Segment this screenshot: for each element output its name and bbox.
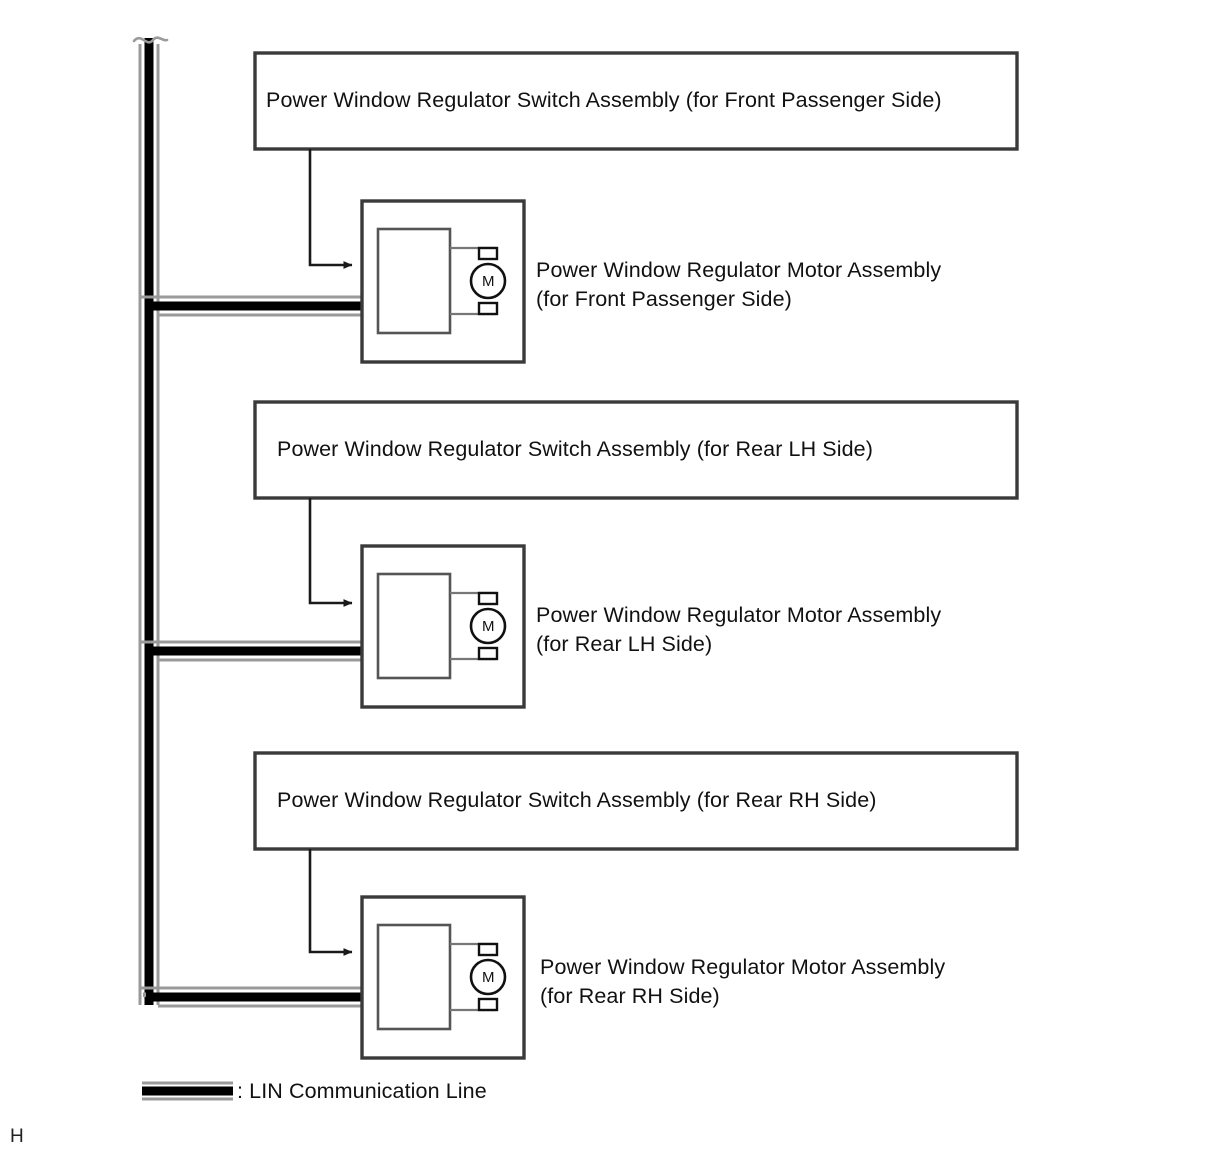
motor-symbol-letter-front-passenger: M bbox=[482, 273, 495, 290]
motor-symbol-rear-rh bbox=[469, 942, 507, 1012]
legend-label: : LIN Communication Line bbox=[237, 1079, 487, 1103]
lin-branch-rear-rh bbox=[140, 986, 362, 1008]
switch-box-rear-lh[interactable] bbox=[253, 400, 1019, 500]
motor-symbol-letter-rear-rh: M bbox=[482, 969, 495, 986]
switch-label-front-passenger: Power Window Regulator Switch Assembly (… bbox=[266, 88, 942, 112]
lin-branch-rear-lh bbox=[140, 640, 362, 662]
motor-symbol-letter-rear-lh: M bbox=[482, 618, 495, 635]
switch-label-rear-lh: Power Window Regulator Switch Assembly (… bbox=[277, 437, 873, 461]
motor-label-front-passenger-line2: (for Front Passenger Side) bbox=[536, 287, 792, 311]
switch-box-rear-rh[interactable] bbox=[253, 751, 1019, 851]
lin-trunk-line bbox=[132, 36, 169, 1005]
legend-lin-line-swatch bbox=[142, 1081, 233, 1101]
motor-control-unit-front-passenger bbox=[376, 227, 452, 335]
motor-control-unit-rear-lh bbox=[376, 572, 452, 680]
motor-label-rear-rh-line1: Power Window Regulator Motor Assembly bbox=[540, 955, 946, 979]
page-marker: H bbox=[10, 1126, 24, 1147]
motor-box-rear-lh[interactable] bbox=[360, 544, 526, 709]
motor-control-unit-rear-rh bbox=[376, 923, 452, 1031]
motor-box-front-passenger[interactable] bbox=[360, 199, 526, 364]
connector-switch-to-motor-rear-rh bbox=[308, 849, 353, 956]
connector-switch-to-motor-rear-lh bbox=[308, 498, 353, 607]
motor-label-rear-lh-line1: Power Window Regulator Motor Assembly bbox=[536, 603, 942, 627]
connector-switch-to-motor-front-passenger bbox=[308, 149, 353, 269]
motor-label-rear-rh-line2: (for Rear RH Side) bbox=[540, 984, 720, 1008]
trunk-continuation-break-icon bbox=[132, 36, 169, 44]
motor-symbol-rear-lh bbox=[469, 591, 507, 661]
switch-box-front-passenger[interactable] bbox=[253, 51, 1019, 151]
motor-symbol-front-passenger bbox=[469, 246, 507, 316]
switch-label-rear-rh: Power Window Regulator Switch Assembly (… bbox=[277, 788, 877, 812]
motor-box-rear-rh[interactable] bbox=[360, 895, 526, 1060]
motor-label-front-passenger-line1: Power Window Regulator Motor Assembly bbox=[536, 258, 942, 282]
lin-branch-front-passenger bbox=[140, 295, 362, 317]
motor-label-rear-lh-line2: (for Rear LH Side) bbox=[536, 632, 713, 656]
